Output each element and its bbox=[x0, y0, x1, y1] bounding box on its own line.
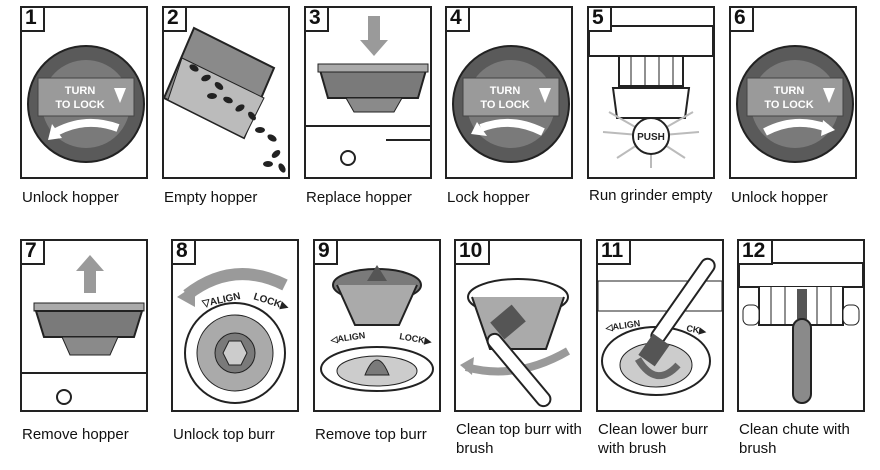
step-panel-2: 2 bbox=[162, 6, 290, 179]
dial-text-line1: TURN bbox=[65, 85, 96, 97]
step-caption: Unlock hopper bbox=[731, 188, 871, 207]
push-label: PUSH bbox=[637, 132, 665, 143]
step-number: 3 bbox=[304, 6, 329, 32]
step-number: 11 bbox=[596, 239, 631, 265]
step-number: 7 bbox=[20, 239, 45, 265]
dial-unlock-illustration: TURN TO LOCK bbox=[22, 8, 146, 177]
step-number: 6 bbox=[729, 6, 754, 32]
step-panel-9: 9 ◁ALIGN LOCK▶ bbox=[313, 239, 441, 412]
step-panel-4: 4 TURN TO LOCK bbox=[445, 6, 573, 179]
svg-text:TURN: TURN bbox=[774, 85, 805, 97]
step-caption: Empty hopper bbox=[164, 188, 304, 207]
push-button-illustration: PUSH bbox=[589, 8, 713, 177]
step-panel-10: 10 bbox=[454, 239, 582, 412]
step-caption: Remove top burr bbox=[315, 425, 455, 444]
step-number: 5 bbox=[587, 6, 612, 32]
step-panel-11: 11 ◁ALIGN CK▶ bbox=[596, 239, 724, 412]
step-number: 2 bbox=[162, 6, 187, 32]
svg-text:TURN: TURN bbox=[490, 85, 521, 97]
step-panel-7: 7 bbox=[20, 239, 148, 412]
step-number: 1 bbox=[20, 6, 45, 32]
step-panel-5: 5 PUSH bbox=[587, 6, 715, 179]
step-caption: Unlock hopper bbox=[22, 188, 162, 207]
step-number: 9 bbox=[313, 239, 338, 265]
step-caption: Clean top burr with brush bbox=[456, 420, 596, 458]
clean-top-burr-illustration bbox=[456, 241, 580, 410]
step-panel-3: 3 bbox=[304, 6, 432, 179]
step-panel-6: 6 TURN TO LOCK bbox=[729, 6, 857, 179]
svg-text:TO LOCK: TO LOCK bbox=[480, 99, 529, 111]
dial-unlock-illustration-2: TURN TO LOCK bbox=[731, 8, 855, 177]
step-number: 10 bbox=[454, 239, 490, 265]
step-number: 4 bbox=[445, 6, 470, 32]
remove-hopper-illustration bbox=[22, 241, 146, 410]
up-arrow-icon bbox=[76, 255, 104, 271]
step-caption: Clean lower burr with brush bbox=[598, 420, 738, 458]
unlock-top-burr-illustration: ▽ALIGN LOCK▶ bbox=[173, 241, 297, 410]
step-caption: Unlock top burr bbox=[173, 425, 313, 444]
step-caption: Run grinder empty bbox=[589, 186, 729, 205]
step-number: 8 bbox=[171, 239, 196, 265]
replace-hopper-illustration bbox=[306, 8, 430, 177]
svg-text:LOCK▶: LOCK▶ bbox=[399, 331, 434, 347]
step-panel-1: 1 TURN TO LOCK bbox=[20, 6, 148, 179]
svg-text:TO LOCK: TO LOCK bbox=[764, 99, 813, 111]
step-caption: Remove hopper bbox=[22, 425, 162, 444]
step-number: 12 bbox=[737, 239, 773, 265]
step-panel-12: 12 bbox=[737, 239, 865, 412]
clean-lower-burr-illustration: ◁ALIGN CK▶ bbox=[598, 241, 722, 410]
step-caption: Lock hopper bbox=[447, 188, 587, 207]
dial-lock-illustration: TURN TO LOCK bbox=[447, 8, 571, 177]
clean-chute-illustration bbox=[739, 241, 863, 410]
remove-top-burr-illustration: ◁ALIGN LOCK▶ bbox=[315, 241, 439, 410]
empty-hopper-illustration bbox=[164, 8, 288, 177]
svg-text:◁ALIGN: ◁ALIGN bbox=[329, 330, 366, 345]
down-arrow-icon bbox=[368, 16, 380, 40]
step-panel-8: 8 ▽ALIGN LOCK▶ bbox=[171, 239, 299, 412]
step-caption: Clean chute with brush bbox=[739, 420, 879, 458]
step-caption: Replace hopper bbox=[306, 188, 446, 207]
dial-text-line2: TO LOCK bbox=[55, 99, 104, 111]
